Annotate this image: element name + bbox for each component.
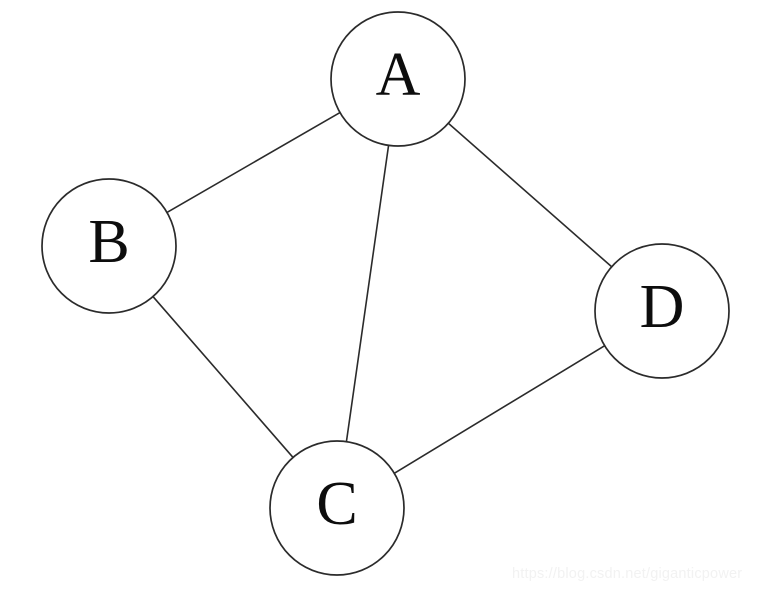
graph-edge-A-B (166, 111, 341, 214)
graph-node-D[interactable]: D (594, 243, 730, 379)
csdn-watermark: https://blog.csdn.net/giganticpower (512, 566, 742, 582)
graph-node-label-D: D (640, 273, 685, 341)
graph-node-label-A: A (376, 41, 421, 109)
graph-node-circle-D[interactable] (594, 243, 730, 379)
graph-node-circle-C[interactable] (269, 440, 405, 576)
node-layer: A B C D (41, 11, 730, 576)
graph-edge-C-D (393, 344, 606, 475)
graph-node-B[interactable]: B (41, 178, 177, 314)
graph-node-circle-B[interactable] (41, 178, 177, 314)
edge-layer (152, 111, 613, 475)
graph-edge-B-C (152, 295, 294, 459)
graph-node-circle-A[interactable] (330, 11, 466, 147)
graph-node-A[interactable]: A (330, 11, 466, 147)
graph-node-label-C: C (316, 470, 357, 538)
graph-edge-A-C (345, 144, 390, 443)
graph-node-C[interactable]: C (269, 440, 405, 576)
graph-node-label-B: B (88, 208, 129, 276)
graph-edge-A-D (447, 122, 613, 268)
